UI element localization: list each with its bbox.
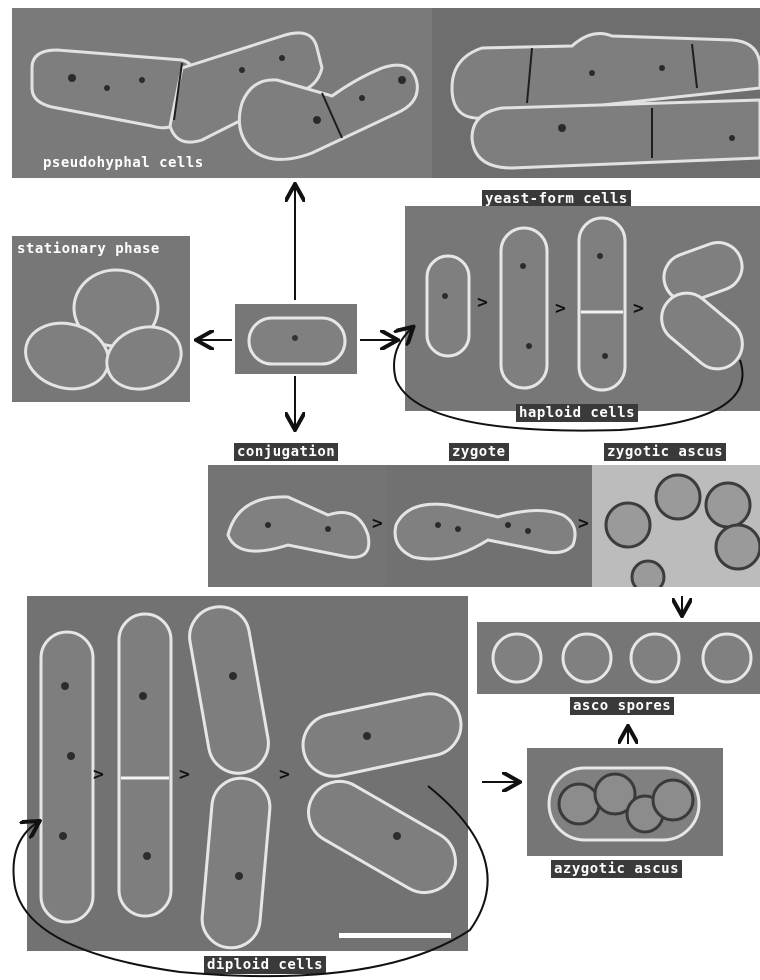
haploid-cycle-loop	[394, 328, 743, 431]
diploid-cycle-loop	[14, 786, 488, 976]
